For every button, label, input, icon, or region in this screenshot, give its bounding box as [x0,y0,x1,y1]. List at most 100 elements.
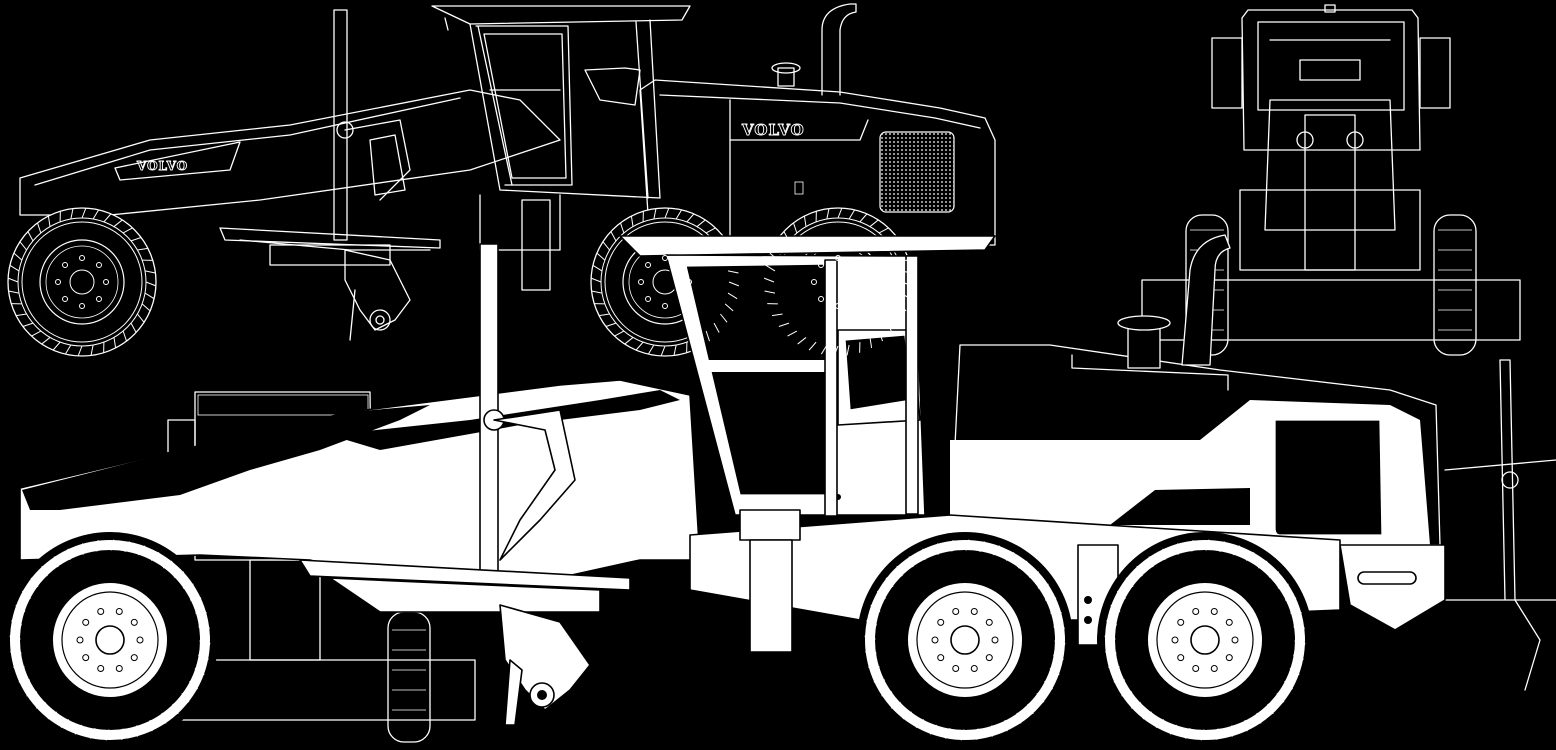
tread-mark [64,344,72,355]
tread-mark [868,664,880,670]
tread-mark [865,649,877,656]
lug-nut [97,665,105,673]
lug-nut [970,665,978,673]
lug-nut [851,262,858,269]
tread-mark [1116,589,1126,601]
tread-mark [1121,691,1133,697]
tread-mark [134,725,140,737]
tread-mark [1203,539,1212,551]
front-frame-outline [19,89,561,216]
tread-mark [1290,610,1302,616]
tread-mark [70,208,74,220]
tread-mark [1017,560,1029,569]
tread-mark [1049,666,1060,677]
tread-mark [198,624,210,631]
tread-mark [30,576,39,588]
lug-nut [638,279,644,285]
tread-mark [9,633,21,642]
tread-mark [21,589,31,601]
tread-mark [686,213,695,223]
tread-mark [893,247,905,251]
tread-mark [764,290,776,294]
tread-mark [624,337,634,345]
tread-mark [1189,540,1196,552]
tread-mark [8,290,20,294]
tread-mark [11,618,22,628]
tread-mark [1276,692,1285,704]
tread-mark [696,337,700,349]
side-filled-view [2,234,1446,748]
tread-mark [787,330,798,337]
tread-mark [1293,652,1304,662]
tread-mark [1183,728,1193,739]
tread-mark [1294,638,1306,647]
tread-mark [949,540,956,552]
lug-nut [1177,654,1185,662]
tread-mark [598,313,610,317]
lug-nut [818,262,825,269]
lug-nut [818,295,825,302]
tread-mark [724,303,734,312]
tread-mark [13,664,25,670]
tread-mark [1104,633,1116,642]
tread-mark [19,241,27,251]
tread-mark [792,222,798,234]
front-wheel-outline [7,207,157,357]
tread-mark [1214,728,1221,740]
tread-mark [765,264,776,272]
tread-mark [80,543,86,555]
tread-mark [77,345,83,357]
tread-mark [144,292,155,300]
tread-mark [660,345,666,357]
lug-nut [95,262,102,269]
tread-mark [826,208,830,220]
tread-mark [130,236,142,242]
tread-mark [837,207,843,219]
tread-mark [194,666,205,677]
lug-nut [952,607,960,615]
tread-mark [869,219,879,227]
tread-mark [614,330,625,337]
tread-mark [896,565,903,577]
tread-mark [137,313,145,323]
rear-wheel-1-filled [857,532,1073,748]
lug-nut [1231,636,1239,644]
lug-nut [1192,665,1200,673]
tread-mark [181,692,190,704]
tread-mark [1016,712,1022,724]
tread-mark [122,330,128,342]
lug-nut [686,279,692,285]
tread-mark [90,344,94,356]
tread-mark [119,728,126,740]
tread-mark [149,551,161,561]
tread-mark [653,208,657,220]
lug-nut [1210,665,1218,673]
tread-mark [705,330,711,342]
tread-mark [592,264,603,272]
tread-mark [15,313,27,317]
tread-mark [103,213,112,223]
tread-mark [1106,618,1117,628]
tread-mark [596,252,606,261]
tread-mark [1244,551,1256,561]
tread-mark [1284,679,1294,691]
tread-mark [189,679,199,691]
tread-mark [870,603,881,614]
tread-mark [989,725,995,737]
tread-mark [866,618,877,628]
lug-nut [136,636,144,644]
tread-mark [31,330,42,337]
lug-nut [645,262,652,269]
lug-nut [1210,607,1218,615]
tread-mark [713,236,725,242]
lug-nut [1177,618,1185,626]
tread-mark [10,649,22,656]
tread-mark [1037,583,1049,589]
lug-nut [931,636,939,644]
lug-nut [130,654,138,662]
tread-mark [15,603,26,614]
tread-mark [1054,638,1066,647]
tread-mark [900,270,912,274]
tread-mark [1229,725,1235,737]
tread-mark [41,565,48,577]
